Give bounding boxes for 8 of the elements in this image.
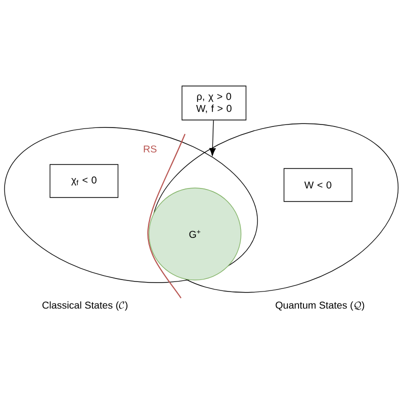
label-box: χ$_{f}$ < 0 [50, 164, 118, 198]
circle-region: G$^{+}$ [148, 188, 242, 280]
curve-label: RS [142, 144, 158, 154]
node-label: $\text{Classical States (}\mathcal{C}\text{)}$ [42, 301, 128, 311]
label-box: ρ, χ > 0 W, f > 0 [182, 86, 246, 120]
label-box: W < 0 [284, 168, 352, 202]
node-label: $\text{Quantum States (}\mathcal{Q}\text{)}$ [276, 301, 364, 311]
arrow [209, 120, 216, 156]
